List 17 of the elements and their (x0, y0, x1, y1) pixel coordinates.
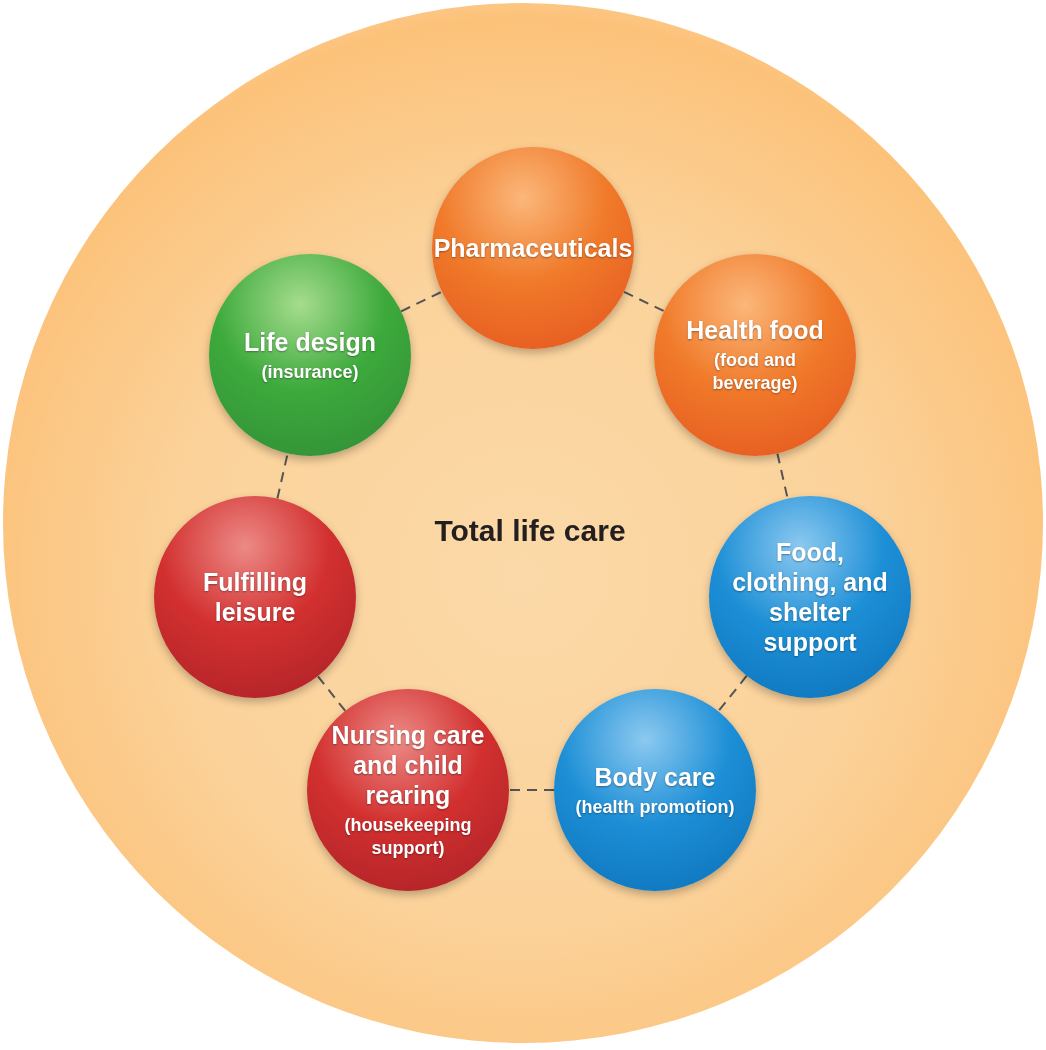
dashed-connector (400, 290, 443, 313)
category-title: Pharmaceuticals (433, 233, 633, 263)
category-subtitle: (insurance) (261, 360, 359, 384)
category-title: Fulfilling leisure (201, 567, 309, 627)
category-title: Food, clothing, and shelter support (731, 537, 889, 657)
category-subtitle: (food and beverage) (711, 349, 799, 395)
category-title: Nursing care and child rearing (330, 720, 486, 810)
category-subtitle: (housekeeping support) (343, 814, 473, 860)
dashed-connector (508, 789, 555, 791)
category-title: Body care (594, 761, 716, 792)
category-title: Life design (244, 326, 376, 357)
dashed-connector (717, 674, 748, 713)
category-title: Health food (686, 315, 824, 345)
dashed-connector (316, 675, 347, 712)
center-title: Total life care (434, 512, 626, 549)
dashed-connector (623, 290, 665, 313)
category-subtitle: (health promotion) (575, 795, 735, 819)
